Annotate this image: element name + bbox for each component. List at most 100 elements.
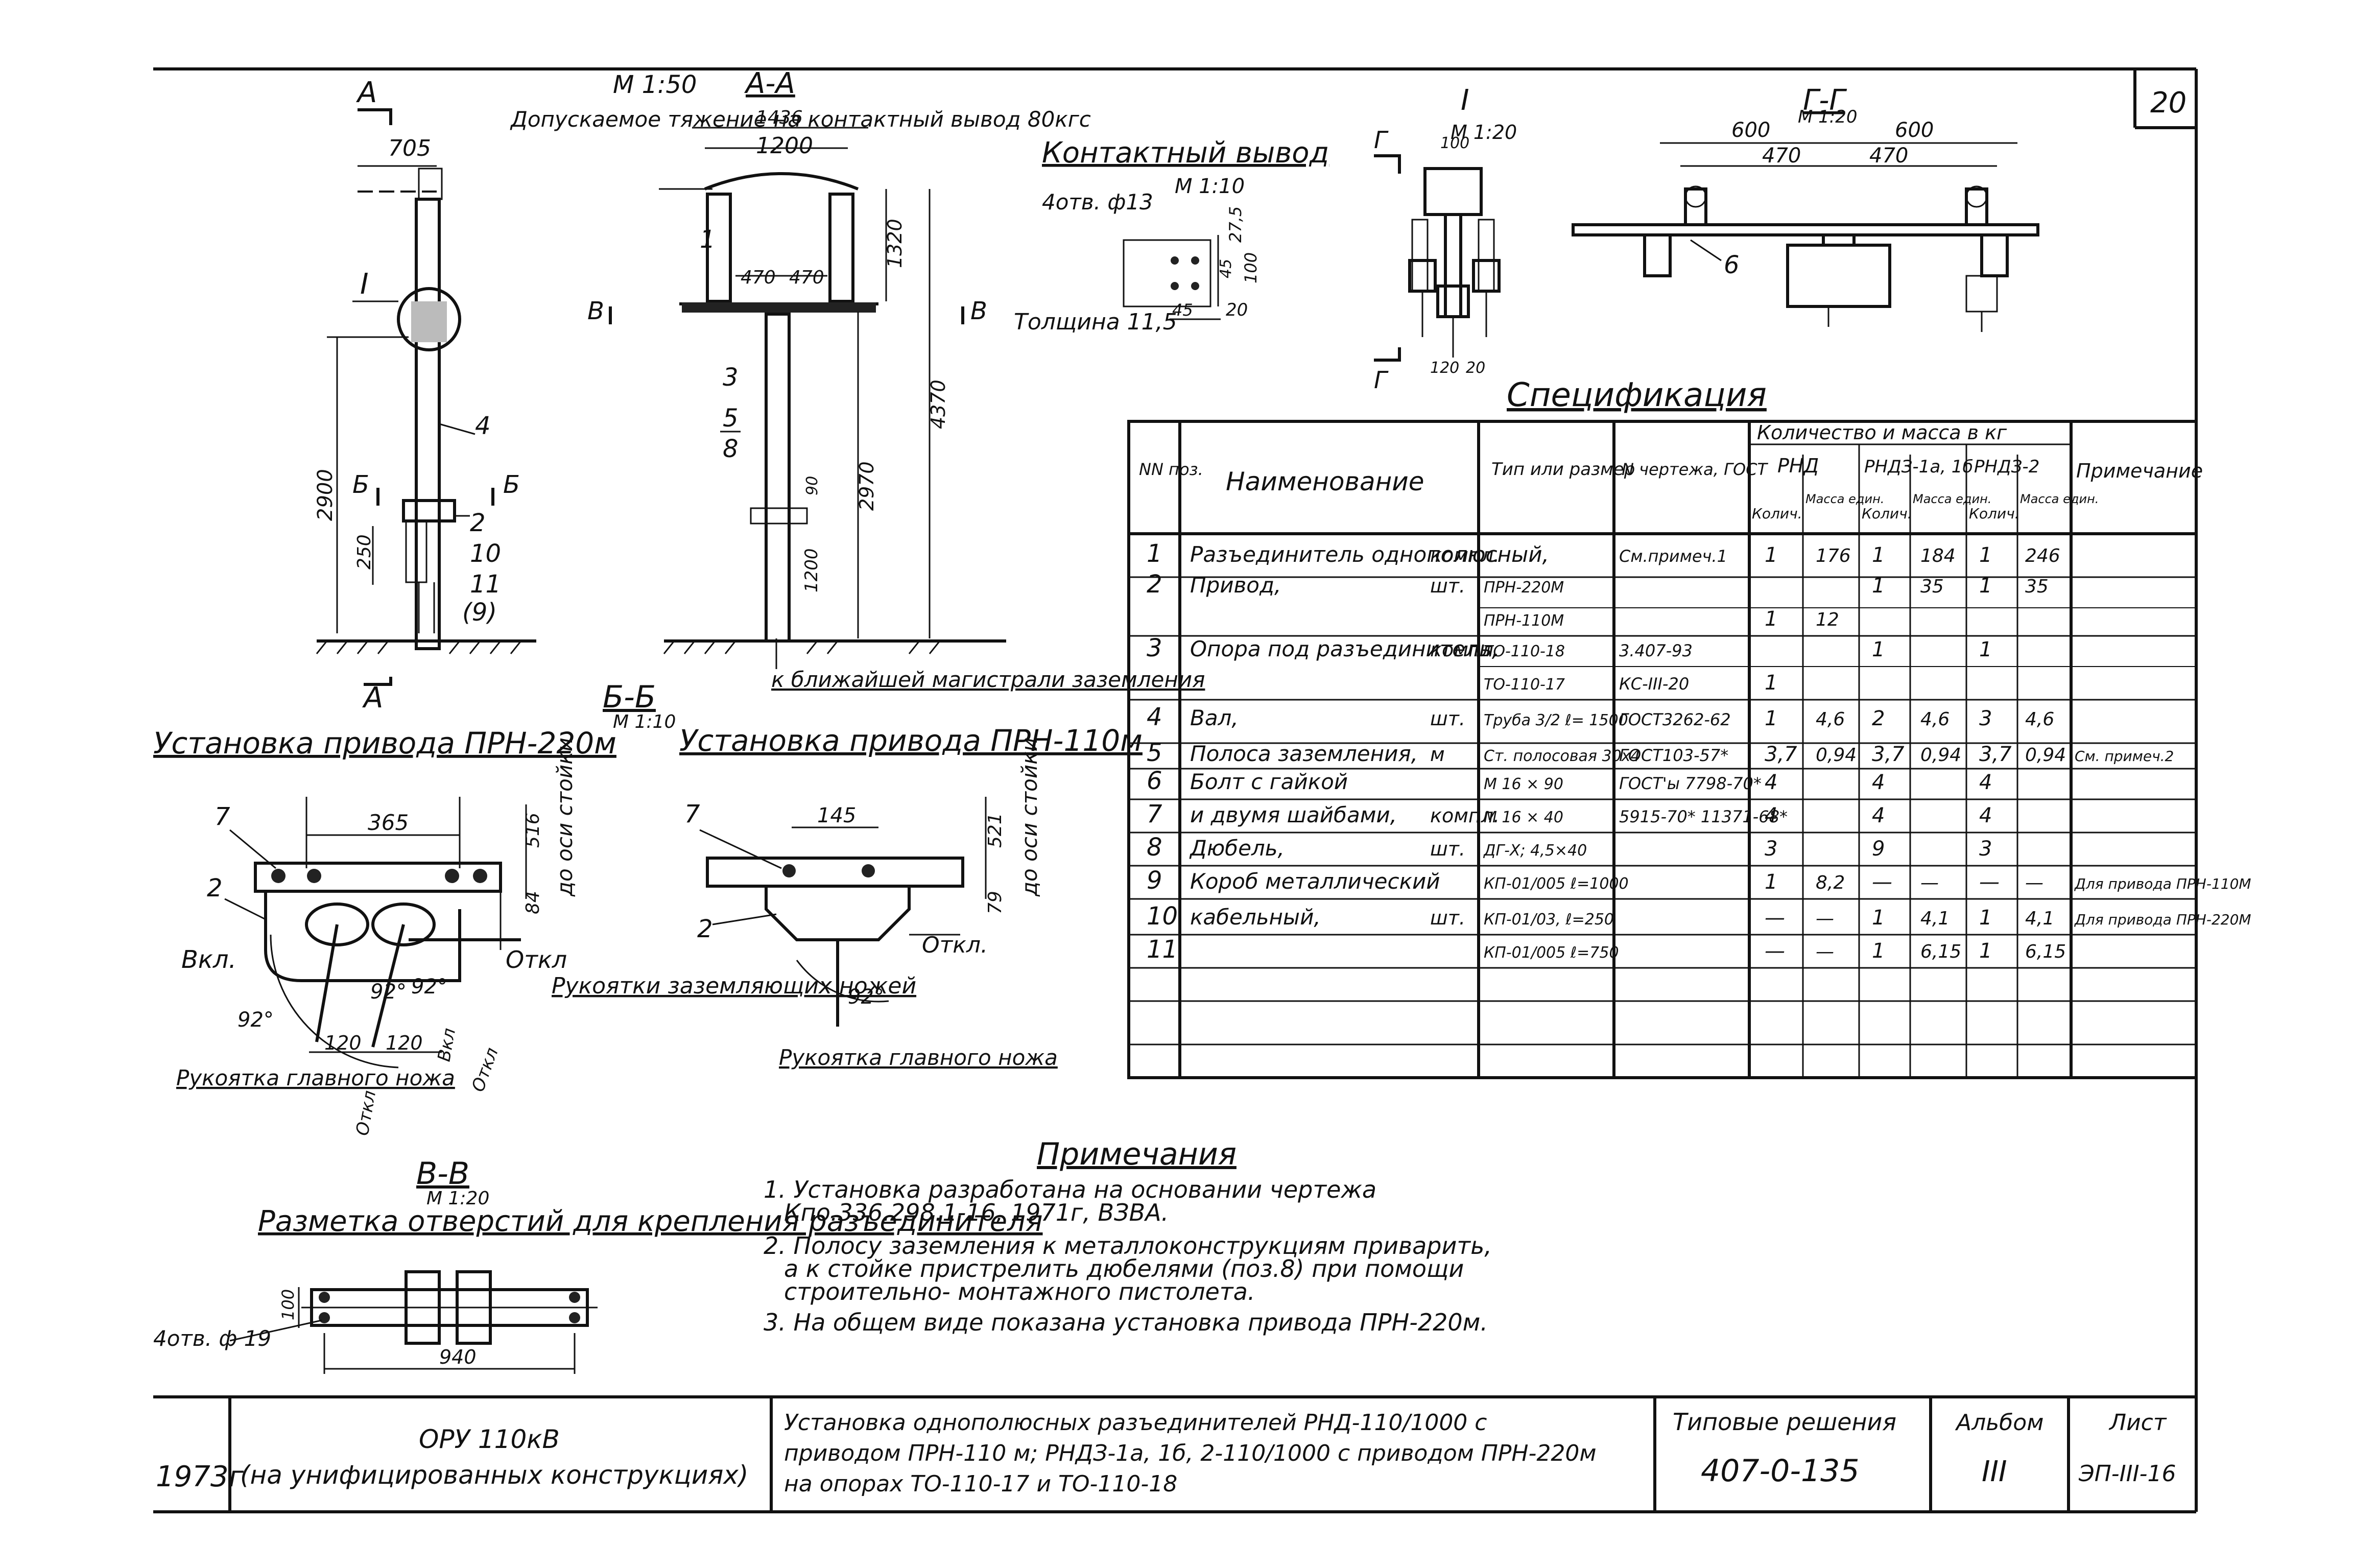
spec-cell-m1: 0,94 <box>1816 745 1857 766</box>
node-i-marker: I <box>360 268 369 301</box>
pos-10: 10 <box>470 539 501 568</box>
spec-h-note: Примечание <box>2076 460 2203 482</box>
spec-cell-q2: 1 <box>1872 939 1885 963</box>
spec-cell-gost: ГОСТ3262-62 <box>1619 710 1731 729</box>
spec-cell-q3: — <box>1979 870 2000 894</box>
vv-dim-100: 100 <box>278 1289 298 1320</box>
spec-cell-q3: 1 <box>1979 638 1992 661</box>
contact-terminal-thickness: Толщина 11,5 <box>1014 309 1177 335</box>
dim-705: 705 <box>388 135 431 161</box>
spec-cell-q1: 1 <box>1765 671 1777 695</box>
contact-terminal-holes: 4отв. ф13 <box>1042 189 1153 215</box>
section-vv-title: В-В <box>416 1156 469 1192</box>
drive-220-label-off: Откл <box>506 946 567 973</box>
spec-cell-name: Болт с гайкой <box>1190 769 1348 794</box>
dim-45h: 45 <box>1172 300 1193 320</box>
drive-220-rot-on: Вкл <box>434 1027 460 1063</box>
drive-110-dim-79: 79 <box>985 891 1006 914</box>
spec-h-name: Наименование <box>1226 467 1424 496</box>
spec-cell-m1: 8,2 <box>1816 872 1845 893</box>
spec-cell-q3: 1 <box>1979 906 1992 930</box>
drive-110-pos-2: 2 <box>697 915 713 943</box>
dim-1200b: 1200 <box>801 548 822 592</box>
spec-cell-unit: шт. <box>1430 838 1465 860</box>
gg-dim-600a: 600 <box>1731 118 1770 142</box>
spec-cell-q2: 1 <box>1872 543 1885 567</box>
section-aa-title: А-А <box>744 67 795 100</box>
spec-cell-name: Короб металлический <box>1190 869 1440 894</box>
spec-h-group-3: РНДЗ-2 <box>1974 457 2039 477</box>
spec-cell-n: 11 <box>1147 935 1178 964</box>
tb-project-line1: ОРУ 110кВ <box>419 1424 560 1454</box>
spec-cell-unit: шт. <box>1430 907 1465 929</box>
drive-220-dim-516: 516 <box>522 813 543 848</box>
spec-h-qty-mass: Количество и масса в кг <box>1757 421 2007 444</box>
side-view-scale: М 1:50 <box>613 70 697 99</box>
tb-sheet-value: ЭП-III-16 <box>2078 1461 2176 1487</box>
note-line: 1. Установка разработана на основании че… <box>764 1176 1376 1203</box>
spec-cell-q2: 9 <box>1872 837 1885 861</box>
note-line: 3. На общем виде показана установка прив… <box>764 1309 1488 1336</box>
spec-h-qty-1: Колич. <box>1752 505 1802 522</box>
drive-220-label-on: Вкл. <box>181 945 236 974</box>
spec-h-qty-3: Колич. <box>1969 505 2019 522</box>
spec-h-mass-1: Масса един. <box>1805 492 1884 506</box>
section-aa: А-А 1436 1200 Допускаемое тяжение на кон… <box>510 67 1205 692</box>
drive-220: Установка привода ПРН-220м 365 7 2 Вкл. … <box>153 726 916 1137</box>
spec-cell-q1: — <box>1765 906 1785 930</box>
tb-typical-value: 407-0-135 <box>1701 1453 1860 1489</box>
spec-cell-gost: КС-III-20 <box>1619 674 1689 694</box>
spec-cell-note: См. примеч.2 <box>2075 748 2174 765</box>
spec-cell-type: ТО-110-18 <box>1484 643 1565 660</box>
dim-27-5: 27,5 <box>1226 206 1245 243</box>
gg-pos-6: 6 <box>1724 251 1740 279</box>
spec-cell-note: Для привода ПРН-220М <box>2074 911 2251 928</box>
drive-220-handle-main: Рукоятка главного ножа <box>176 1065 455 1090</box>
dim-1320: 1320 <box>884 219 906 268</box>
spec-cell-q2: 2 <box>1872 707 1885 730</box>
spec-cell-q1: 4 <box>1765 771 1777 794</box>
spec-cell-m1: 176 <box>1816 545 1851 566</box>
pos-1: 1 <box>700 225 716 254</box>
spec-cell-m3: — <box>2025 872 2043 893</box>
spec-cell-m2: 35 <box>1920 576 1944 597</box>
drive-220-dim-365: 365 <box>368 810 409 835</box>
drive-110-dim-145: 145 <box>817 804 856 827</box>
tension-note-text: Допускаемое тяжение на контактный вывод … <box>510 107 1091 132</box>
drive-220-pos-2: 2 <box>207 874 223 902</box>
spec-cell-gost: 5915-70* 11371-68* <box>1619 807 1788 826</box>
dim-45v: 45 <box>1217 259 1235 278</box>
drive-110-handle-main: Рукоятка главного ножа <box>779 1045 1058 1070</box>
spec-h-drawing: N чертежа, ГОСТ <box>1622 460 1768 479</box>
spec-cell-gost: ГОСТ'ы 7798-70* <box>1619 774 1762 793</box>
cut-a-label-top: А <box>356 76 377 109</box>
vv-dim-940: 940 <box>439 1346 477 1368</box>
drive-220-axis-note: до оси стойки <box>552 738 577 897</box>
tension-note: Допускаемое тяжение на контактный вывод … <box>510 107 1091 132</box>
spec-cell-q2: 4 <box>1872 771 1885 794</box>
spec-cell-m3: 6,15 <box>2025 941 2066 962</box>
spec-cell-q1: 3,7 <box>1765 743 1797 766</box>
spec-cell-q3: 4 <box>1979 804 1992 827</box>
spec-cell-q2: 4 <box>1872 804 1885 827</box>
spec-cell-q1: — <box>1765 939 1785 963</box>
spec-cell-m1: 12 <box>1816 609 1839 630</box>
spec-cell-q2: 3,7 <box>1872 743 1905 766</box>
drive-220-title: Установка привода ПРН-220м <box>153 726 616 761</box>
vv-holes: 4отв. ф 19 <box>153 1326 271 1351</box>
spec-cell-type: КП-01/005 ℓ=1000 <box>1484 875 1629 893</box>
drive-110-label-off: Откл. <box>922 932 988 958</box>
spec-cell-type: КП-01/03, ℓ=250 <box>1484 911 1614 929</box>
spec-cell-q1: 1 <box>1765 870 1777 894</box>
drive-220-dim-84: 84 <box>522 891 543 914</box>
spec-cell-name: Полоса заземления, <box>1190 741 1418 766</box>
title-block: 1973г ОРУ 110кВ (на унифицированных конс… <box>156 1397 2176 1512</box>
spec-cell-m1: — <box>1816 908 1834 929</box>
cut-g-top: Г <box>1374 126 1389 154</box>
spec-cell-q3: 3 <box>1979 707 1992 730</box>
cut-v-right: В <box>970 297 987 325</box>
spec-cell-m2: 184 <box>1920 545 1956 566</box>
spec-cell-n: 9 <box>1147 866 1162 895</box>
cut-b-right: Б <box>503 470 520 499</box>
